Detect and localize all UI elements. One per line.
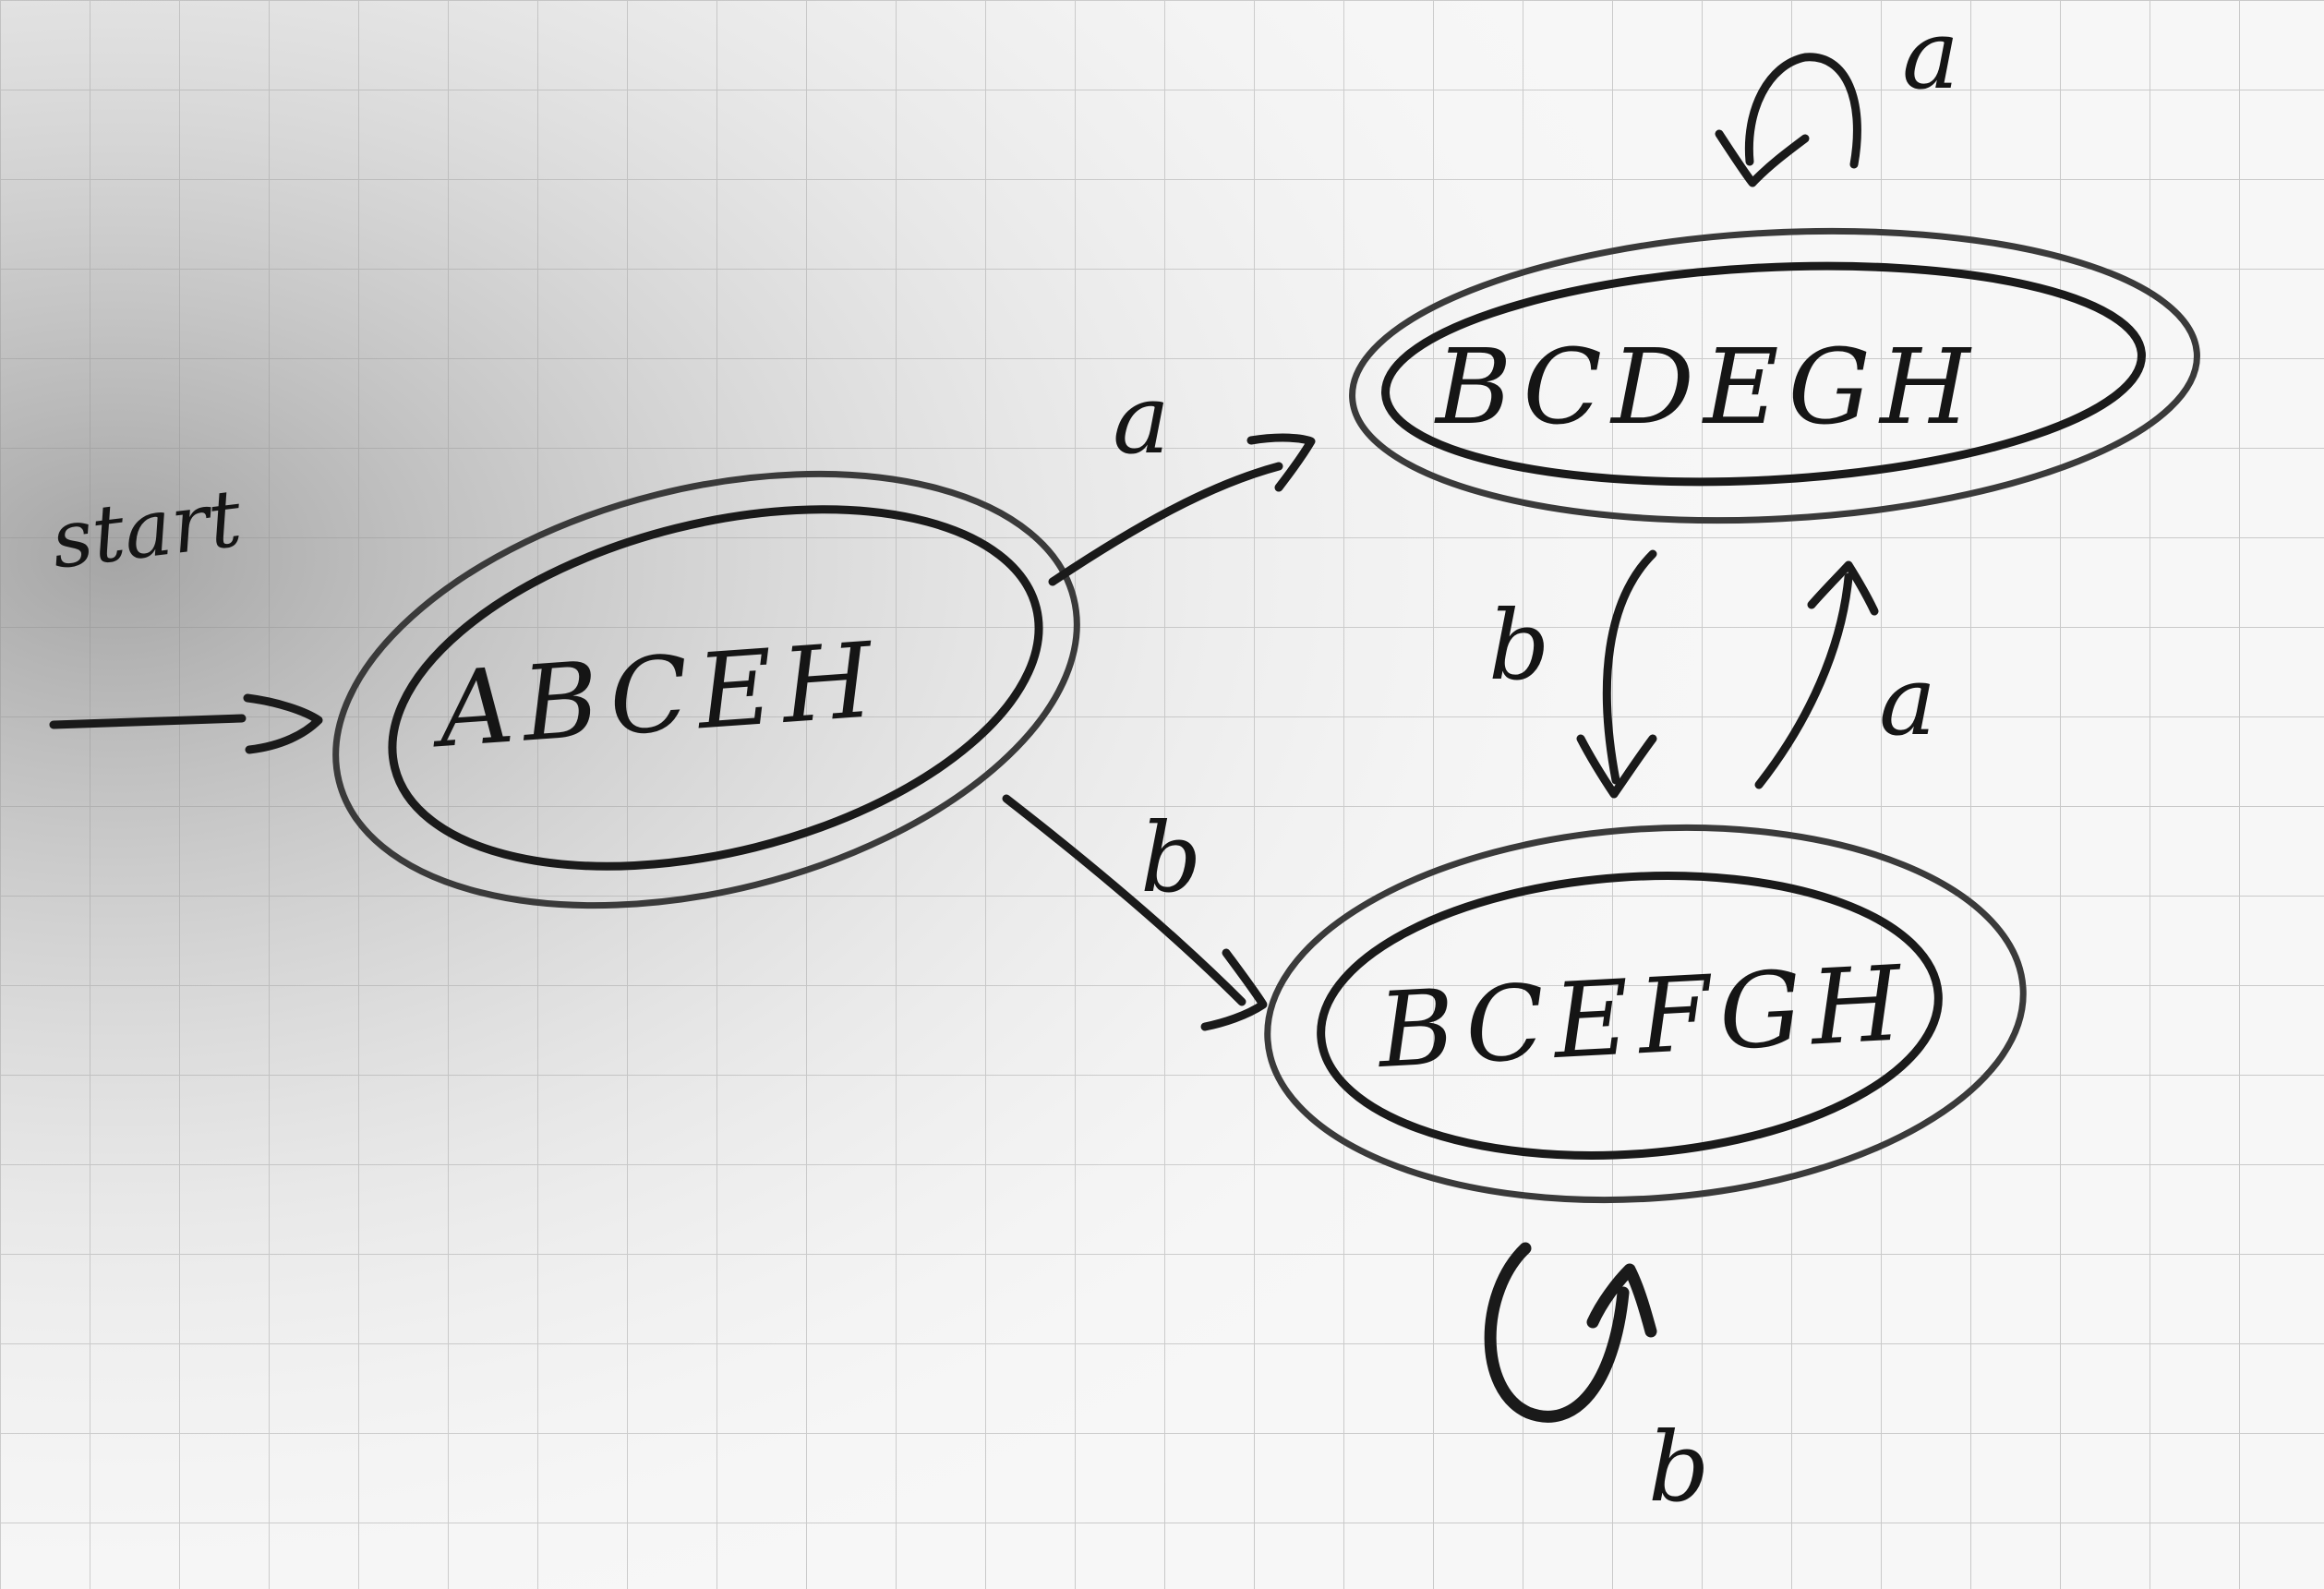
edge-s1-s2-arrowhead [1576,734,1657,799]
transition-s1-s1: a [1715,0,1959,187]
edge-s2-s1-label: a [1879,644,1936,757]
edge-s0-s1-arrowhead [1246,433,1316,492]
edge-s1-s2 [1602,549,1657,785]
state-s0-outer-ring [332,470,1080,909]
transition-s2-s1: a [1754,560,1936,789]
start-arrow-line [49,714,247,729]
edge-s0-s2-arrowhead [1200,948,1268,1031]
state-s1-inner-ring [1381,261,2146,487]
state-s2-inner-ring [1317,872,1943,1160]
edge-s0-s2-label: b [1140,801,1202,914]
edge-s0-s1 [1048,462,1283,586]
start-arrowhead [243,693,323,754]
start-label: start [46,472,247,586]
state-s1: BCDEGH [1349,227,2200,524]
edge-s2-s2-arrowhead [1586,1263,1657,1338]
edge-s2-s2-label: b [1648,1411,1710,1523]
transition-s0-s1: a [1048,363,1316,586]
edge-s1-s2-label: b [1488,589,1550,702]
state-s0-inner-ring [388,505,1043,871]
transition-s2-s2: b [1484,1242,1710,1523]
state-s2-label: BCEFGH [1374,944,1914,1091]
edge-s1-s1-arrowhead [1715,129,1810,187]
edge-s0-s1-label: a [1113,363,1170,475]
edge-s2-s1 [1754,572,1853,789]
state-s1-label: BCDEGH [1434,328,1980,448]
edge-s0-s2 [1002,794,1246,1006]
transition-s0-s2: b [1002,794,1268,1031]
edge-s1-s1-loop [1744,53,1861,169]
start-marker: start [46,472,323,754]
edge-s2-s1-arrowhead [1807,560,1879,616]
state-s1-outer-ring [1349,227,2200,524]
edge-s2-s2-loop [1484,1242,1630,1423]
state-s2-outer-ring [1264,824,2027,1204]
transition-s1-s2: b [1488,549,1657,799]
edge-s1-s1-label: a [1902,0,1959,111]
state-s2: BCEFGH [1264,824,2027,1204]
